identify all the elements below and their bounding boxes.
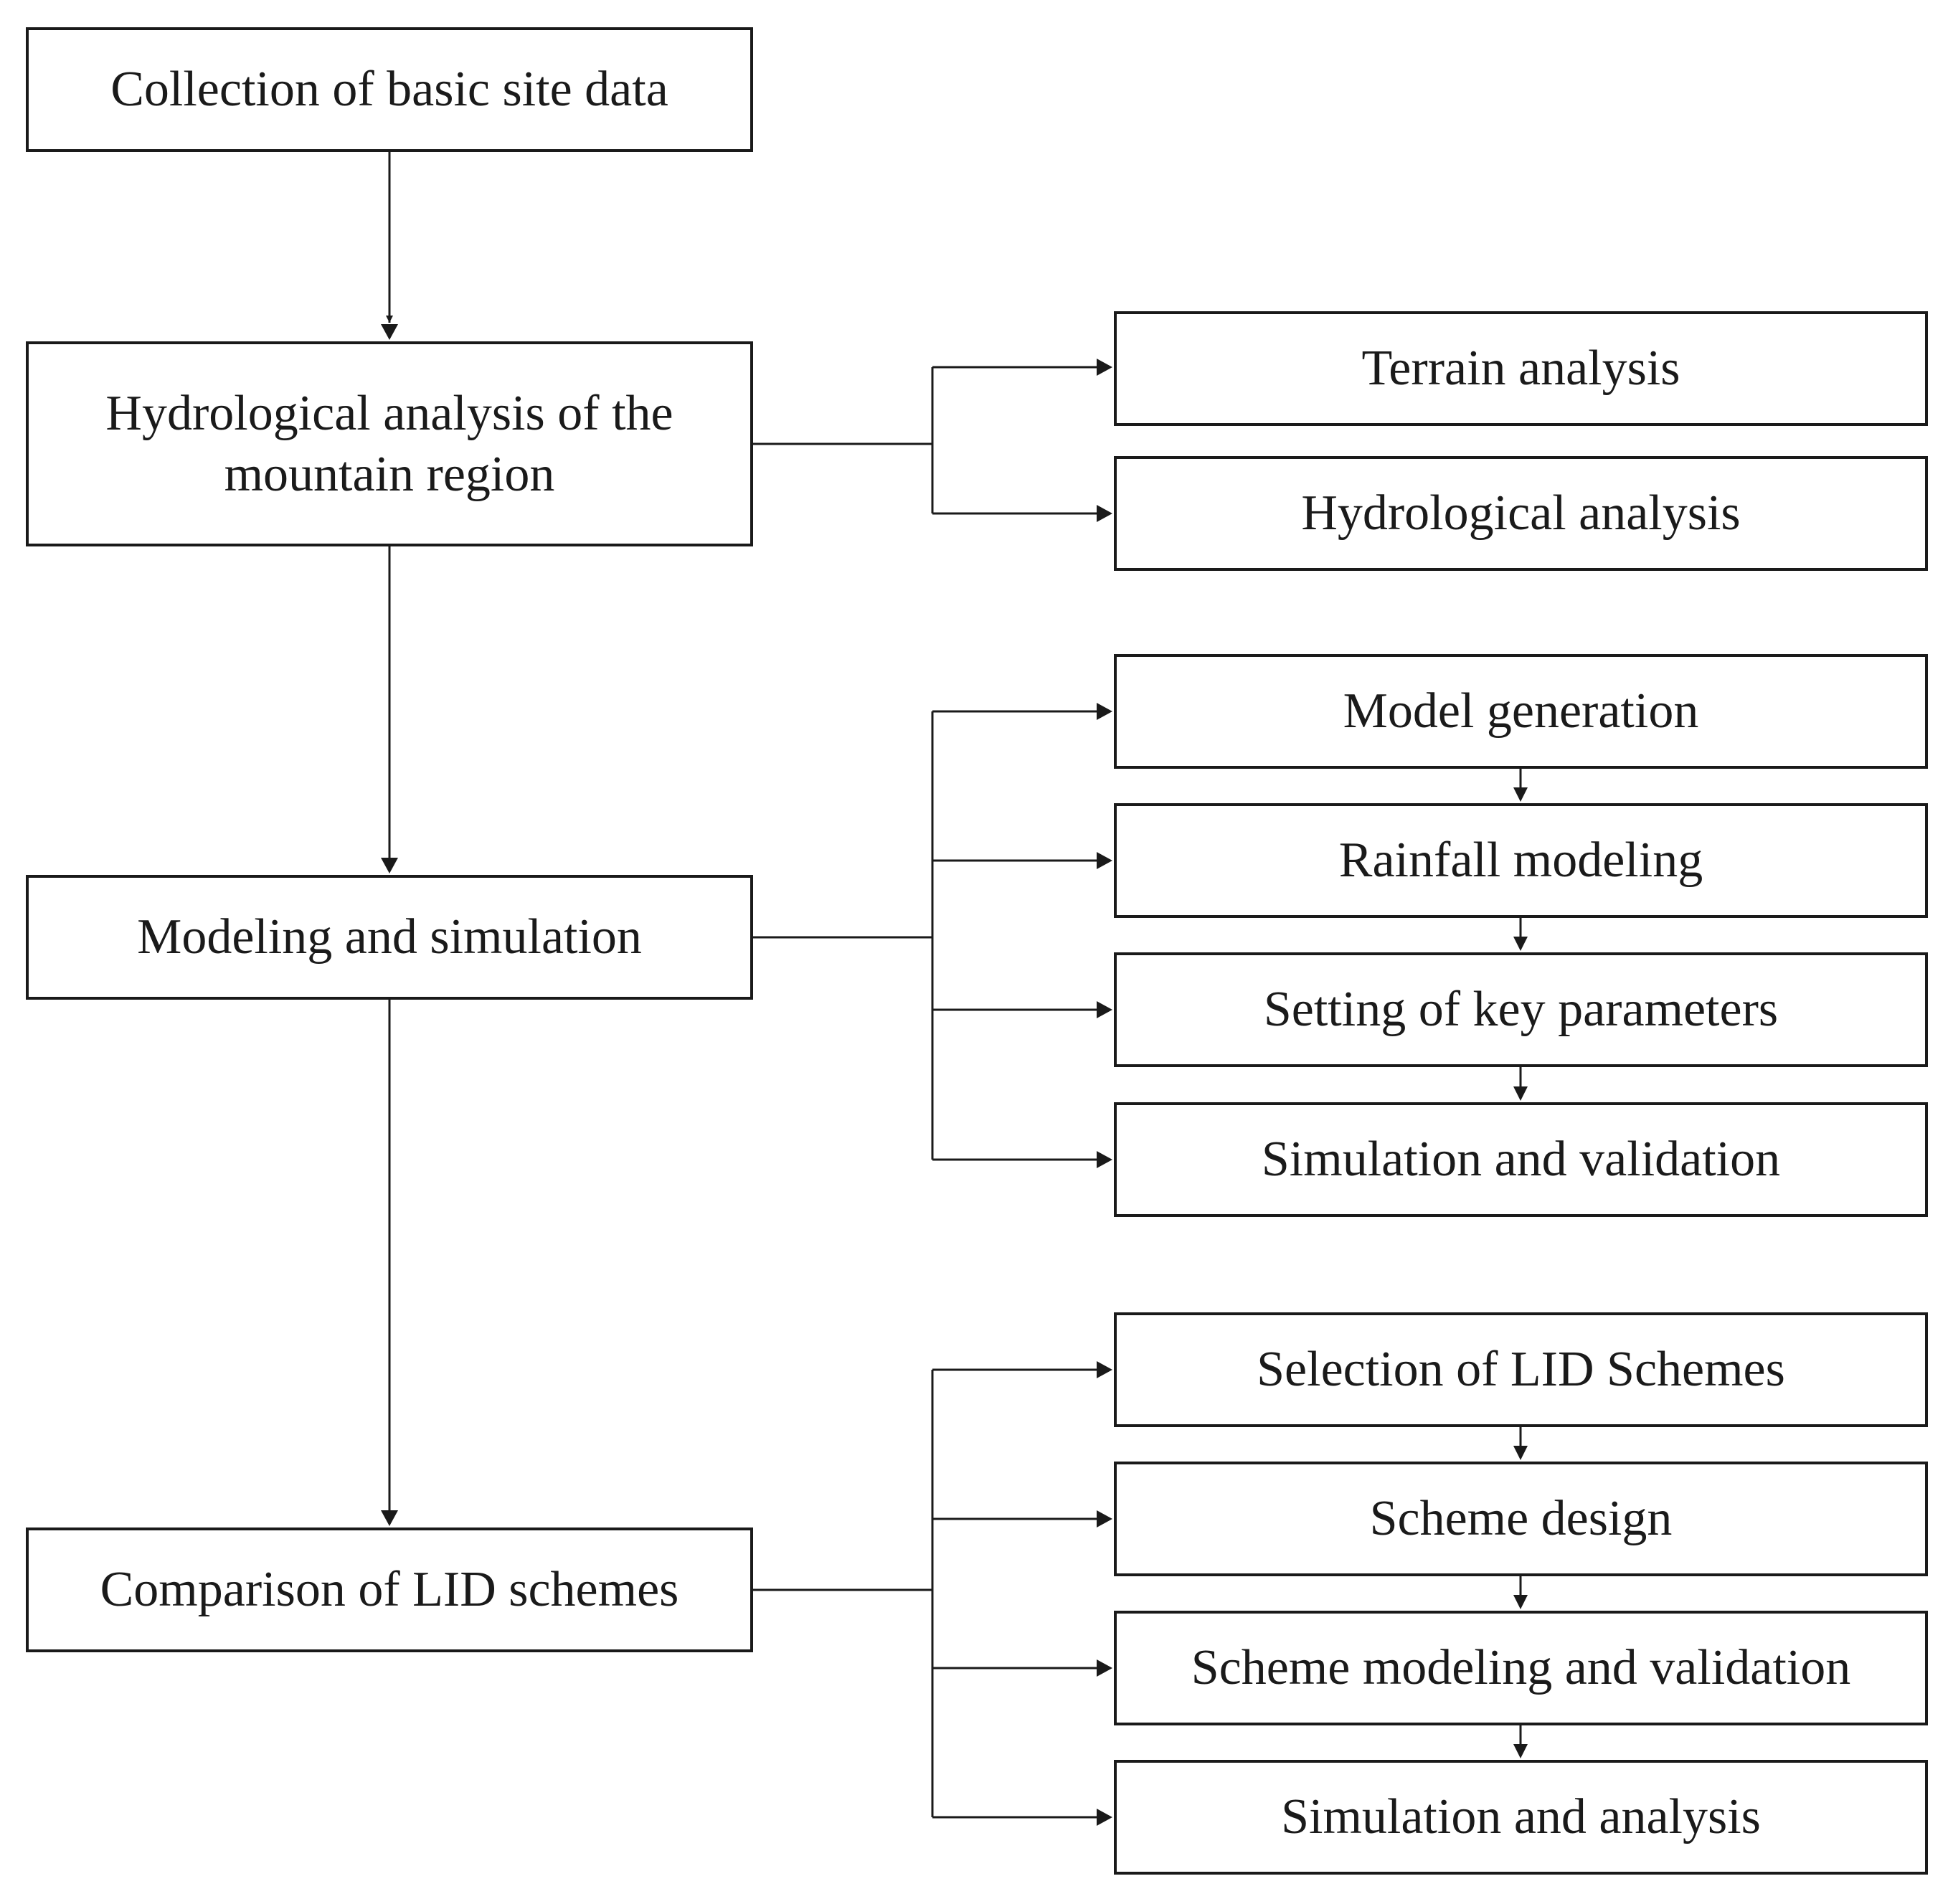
substep-key-parameters-box: Setting of key parameters <box>1114 952 1928 1067</box>
substep-model-generation-box: Model generation <box>1114 654 1928 769</box>
arrow-head-to-design <box>1097 1510 1112 1528</box>
substep-rainfall-modeling-box: Rainfall modeling <box>1114 803 1928 918</box>
substep-lid-selection-label: Selection of LID Schemes <box>1257 1342 1785 1398</box>
substep-key-parameters-label: Setting of key parameters <box>1263 982 1779 1038</box>
step-collection-label: Collection of basic site data <box>110 62 668 118</box>
step-hydrological-label: Hydrological analysis of the mountain re… <box>105 385 673 502</box>
arrow-head-to-sim-val <box>1097 1151 1112 1168</box>
substep-scheme-design-box: Scheme design <box>1114 1462 1928 1576</box>
arrow-head-collect-to-hydro <box>381 324 398 340</box>
arrow-head-to-hydro-analysis <box>1097 505 1112 522</box>
step-lid-comparison-label: Comparison of LID schemes <box>100 1562 679 1618</box>
arrow-head-hydro-to-model <box>381 858 398 873</box>
substep-scheme-modeling-label: Scheme modeling and validation <box>1191 1640 1851 1696</box>
substep-scheme-design-label: Scheme design <box>1369 1491 1673 1547</box>
arrow-head-model-to-lid <box>381 1510 398 1526</box>
step-collection-box: Collection of basic site data <box>26 27 753 152</box>
arrow-head-to-selection <box>1097 1361 1112 1378</box>
substep-hydrological-analysis-label: Hydrological analysis <box>1301 486 1741 541</box>
arrow-head-to-terrain <box>1097 359 1112 376</box>
seq-arrow-head-model-3 <box>1513 1086 1528 1101</box>
seq-arrow-head-model-1 <box>1513 787 1528 802</box>
step-hydrological-box: Hydrological analysis of the mountain re… <box>26 341 753 546</box>
step-modeling-label: Modeling and simulation <box>137 909 642 965</box>
substep-model-generation-label: Model generation <box>1343 683 1699 739</box>
substep-hydrological-analysis-box: Hydrological analysis <box>1114 456 1928 571</box>
seq-arrow-head-lid-1 <box>1513 1446 1528 1460</box>
arrow-head-to-model-gen <box>1097 703 1112 720</box>
seq-arrow-head-model-2 <box>1513 937 1528 951</box>
seq-arrow-head-lid-3 <box>1513 1744 1528 1758</box>
substep-lid-selection-box: Selection of LID Schemes <box>1114 1312 1928 1427</box>
arrow-head-to-scheme-modeling <box>1097 1659 1112 1677</box>
seq-arrow-head-lid-2 <box>1513 1595 1528 1609</box>
substep-terrain-box: Terrain analysis <box>1114 311 1928 426</box>
arrow-head-to-rainfall <box>1097 852 1112 869</box>
substep-rainfall-modeling-label: Rainfall modeling <box>1338 833 1703 889</box>
substep-scheme-modeling-box: Scheme modeling and validation <box>1114 1611 1928 1725</box>
substep-simulation-validation-box: Simulation and validation <box>1114 1102 1928 1217</box>
substep-simulation-validation-label: Simulation and validation <box>1261 1132 1781 1188</box>
arrow-head-to-key-params <box>1097 1001 1112 1018</box>
substep-terrain-label: Terrain analysis <box>1361 341 1680 397</box>
substep-simulation-analysis-label: Simulation and analysis <box>1281 1789 1761 1845</box>
substep-simulation-analysis-box: Simulation and analysis <box>1114 1760 1928 1875</box>
step-lid-comparison-box: Comparison of LID schemes <box>26 1528 753 1652</box>
arrow-head-to-sim-analysis <box>1097 1809 1112 1826</box>
step-modeling-box: Modeling and simulation <box>26 875 753 1000</box>
